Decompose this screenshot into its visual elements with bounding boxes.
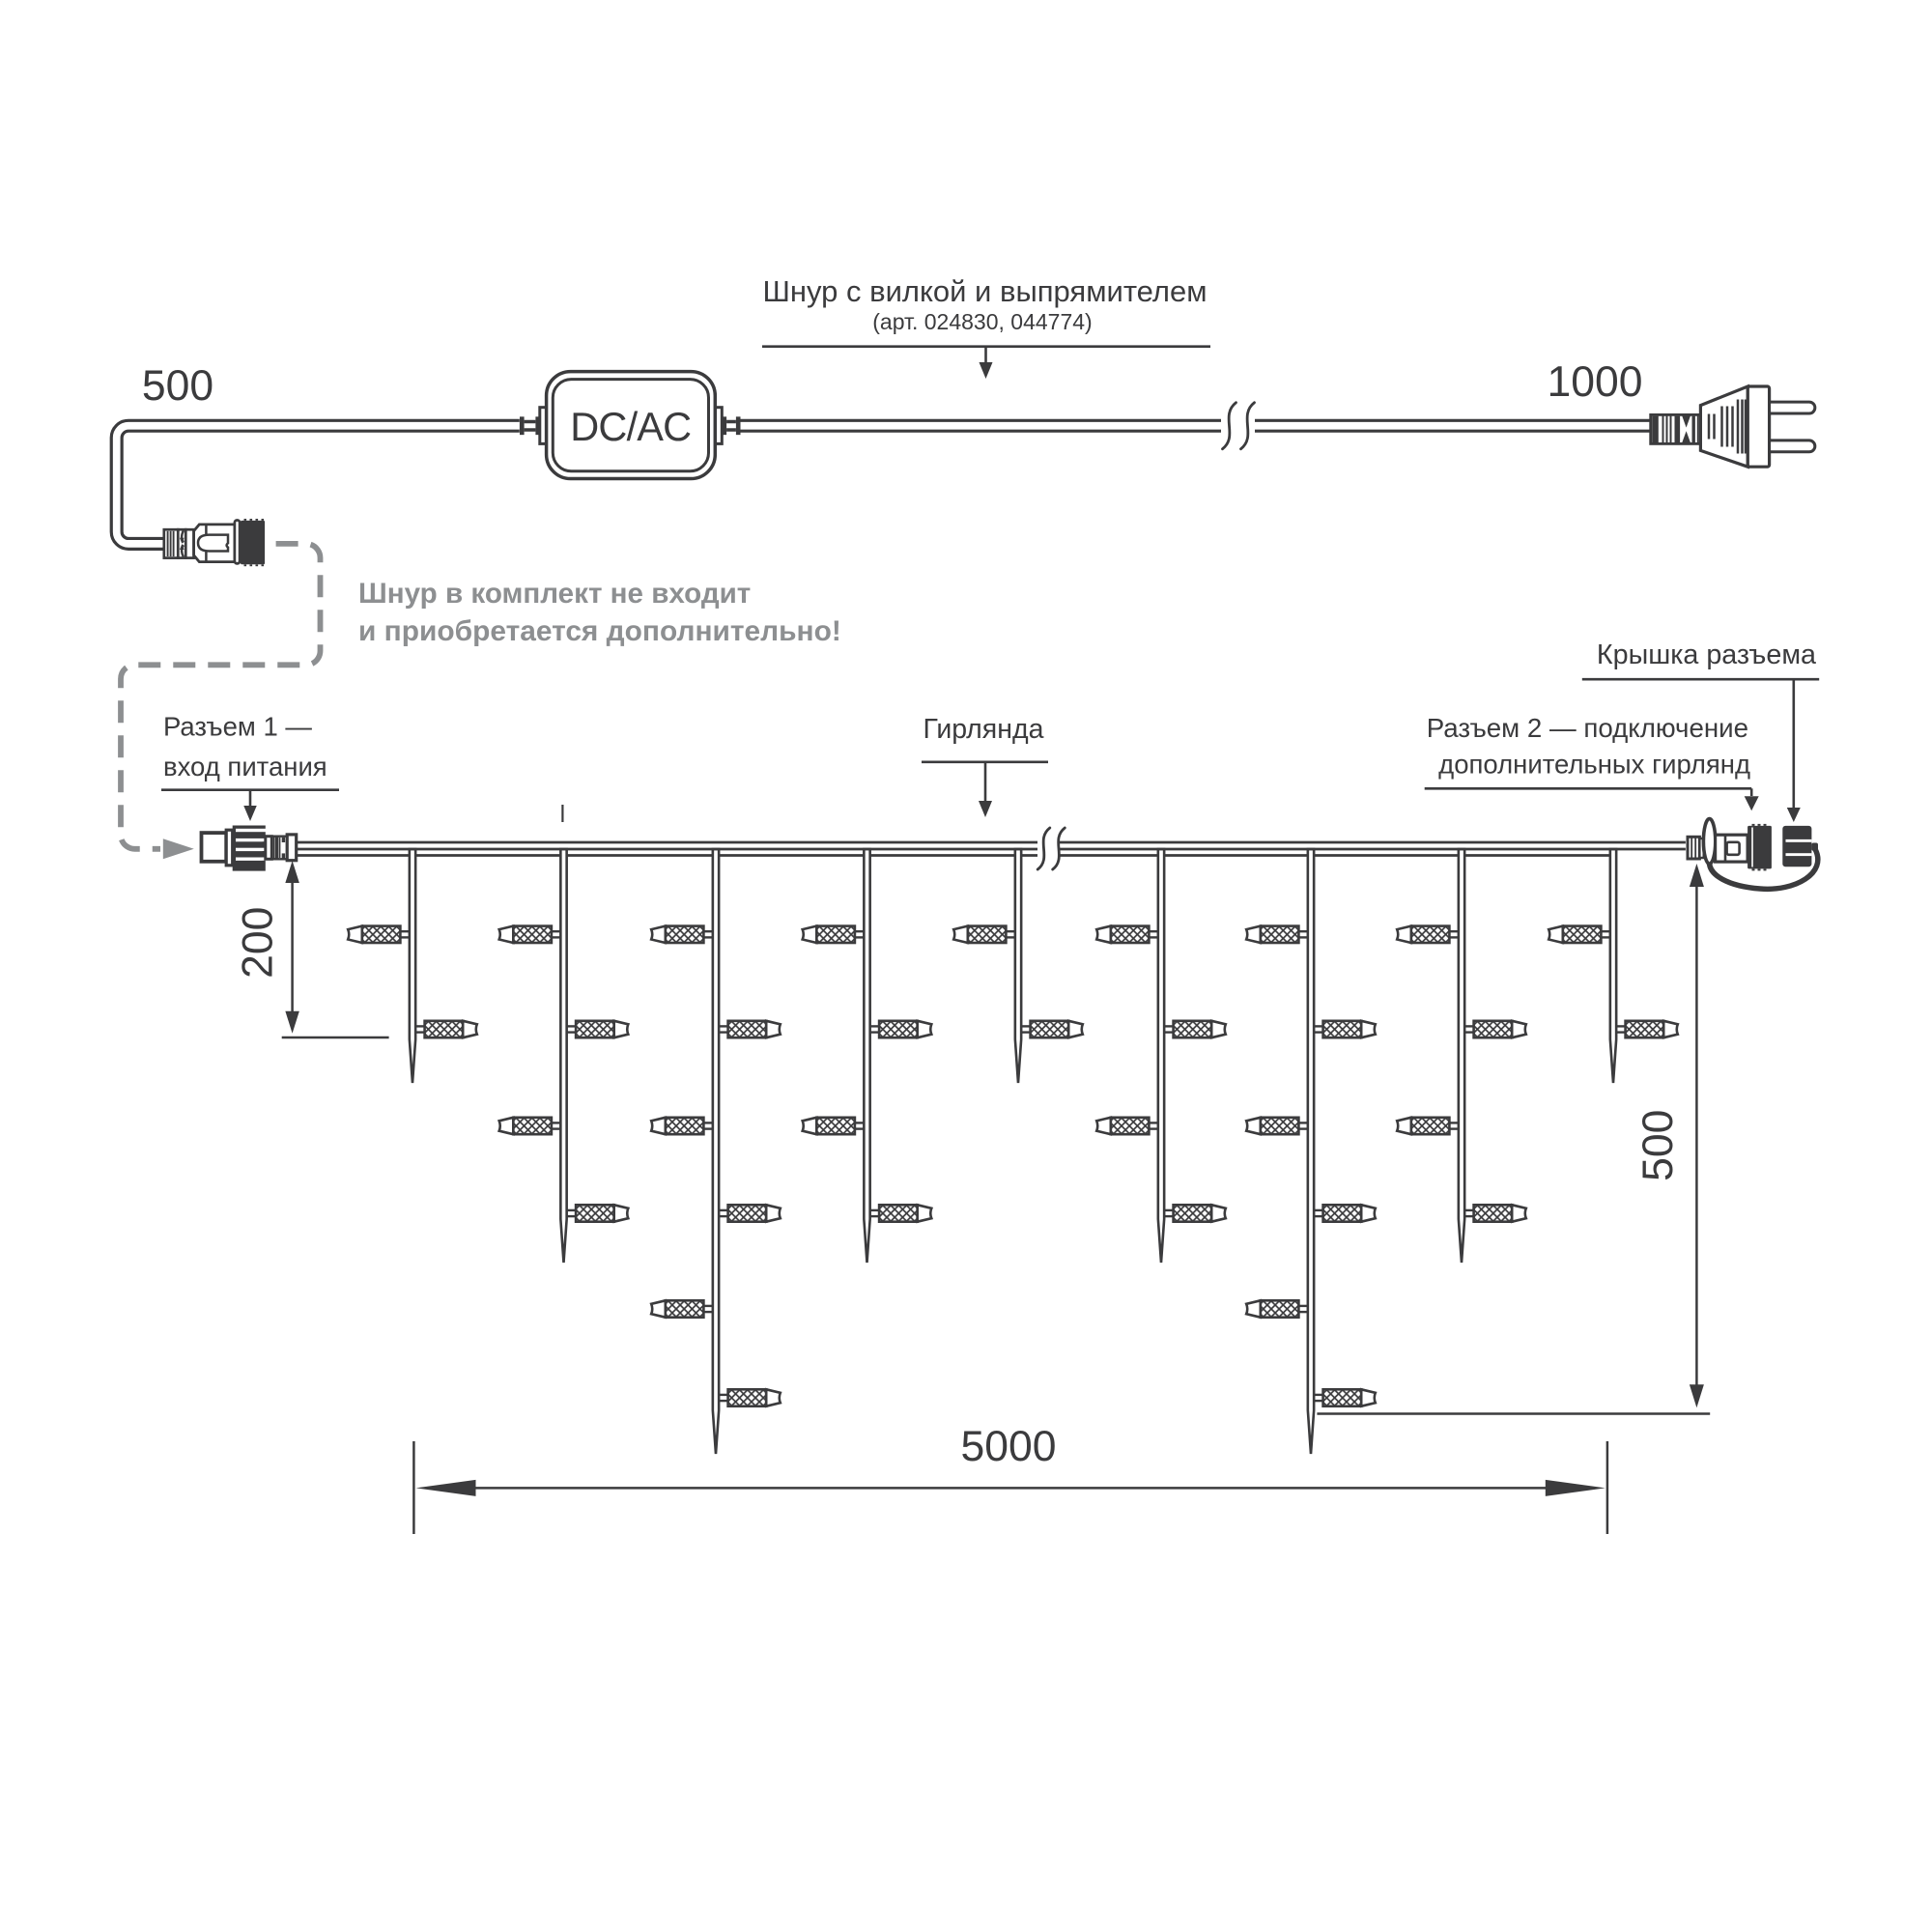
svg-text:и приобретается дополнительно!: и приобретается дополнительно!: [358, 615, 841, 647]
svg-text:500: 500: [1634, 1110, 1682, 1181]
svg-text:Крышка разъема: Крышка разъема: [1597, 639, 1816, 670]
svg-text:5000: 5000: [961, 1423, 1057, 1470]
svg-text:Шнур с вилкой и выпрямителем: Шнур с вилкой и выпрямителем: [762, 274, 1207, 308]
svg-text:(арт. 024830, 044774): (арт. 024830, 044774): [872, 309, 1092, 334]
svg-text:1000: 1000: [1548, 358, 1643, 406]
svg-text:Гирлянда: Гирлянда: [923, 714, 1044, 745]
svg-text:Шнур в комплект не входит: Шнур в комплект не входит: [358, 578, 751, 610]
svg-text:вход питания: вход питания: [163, 752, 327, 781]
svg-text:дополнительных гирлянд: дополнительных гирлянд: [1438, 750, 1750, 780]
svg-text:Разъем 1 —: Разъем 1 —: [163, 712, 312, 742]
svg-text:200: 200: [235, 907, 282, 979]
svg-text:DC/AC: DC/AC: [570, 404, 691, 449]
svg-text:Разъем 2 — подключение: Разъем 2 — подключение: [1427, 713, 1748, 743]
svg-text:500: 500: [142, 362, 213, 410]
